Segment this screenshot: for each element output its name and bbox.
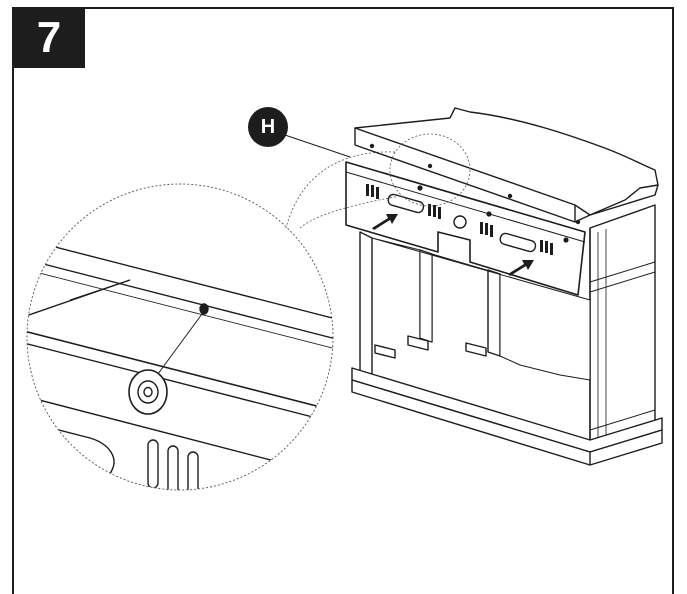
mantel-shelf-front-edge [354,128,591,223]
part-callout-label: H [260,115,276,138]
arrow-icon [508,260,534,276]
arrow-icon [372,214,398,230]
callout-leader [281,133,351,158]
screw-icon [369,143,581,243]
part-callout-h: H [248,107,288,147]
step-number-badge: 7 [13,8,85,68]
panel-border [12,7,674,594]
left-column [359,231,373,376]
zoom-detail [26,183,334,491]
right-side-panel [589,204,656,446]
mantel-top-shelf [354,107,659,216]
detail-target-circle [389,133,471,207]
fireplace-mantel [345,107,663,466]
step-number: 7 [36,13,62,62]
center-right-post [487,269,501,357]
zoom-circle-outline [26,183,334,491]
